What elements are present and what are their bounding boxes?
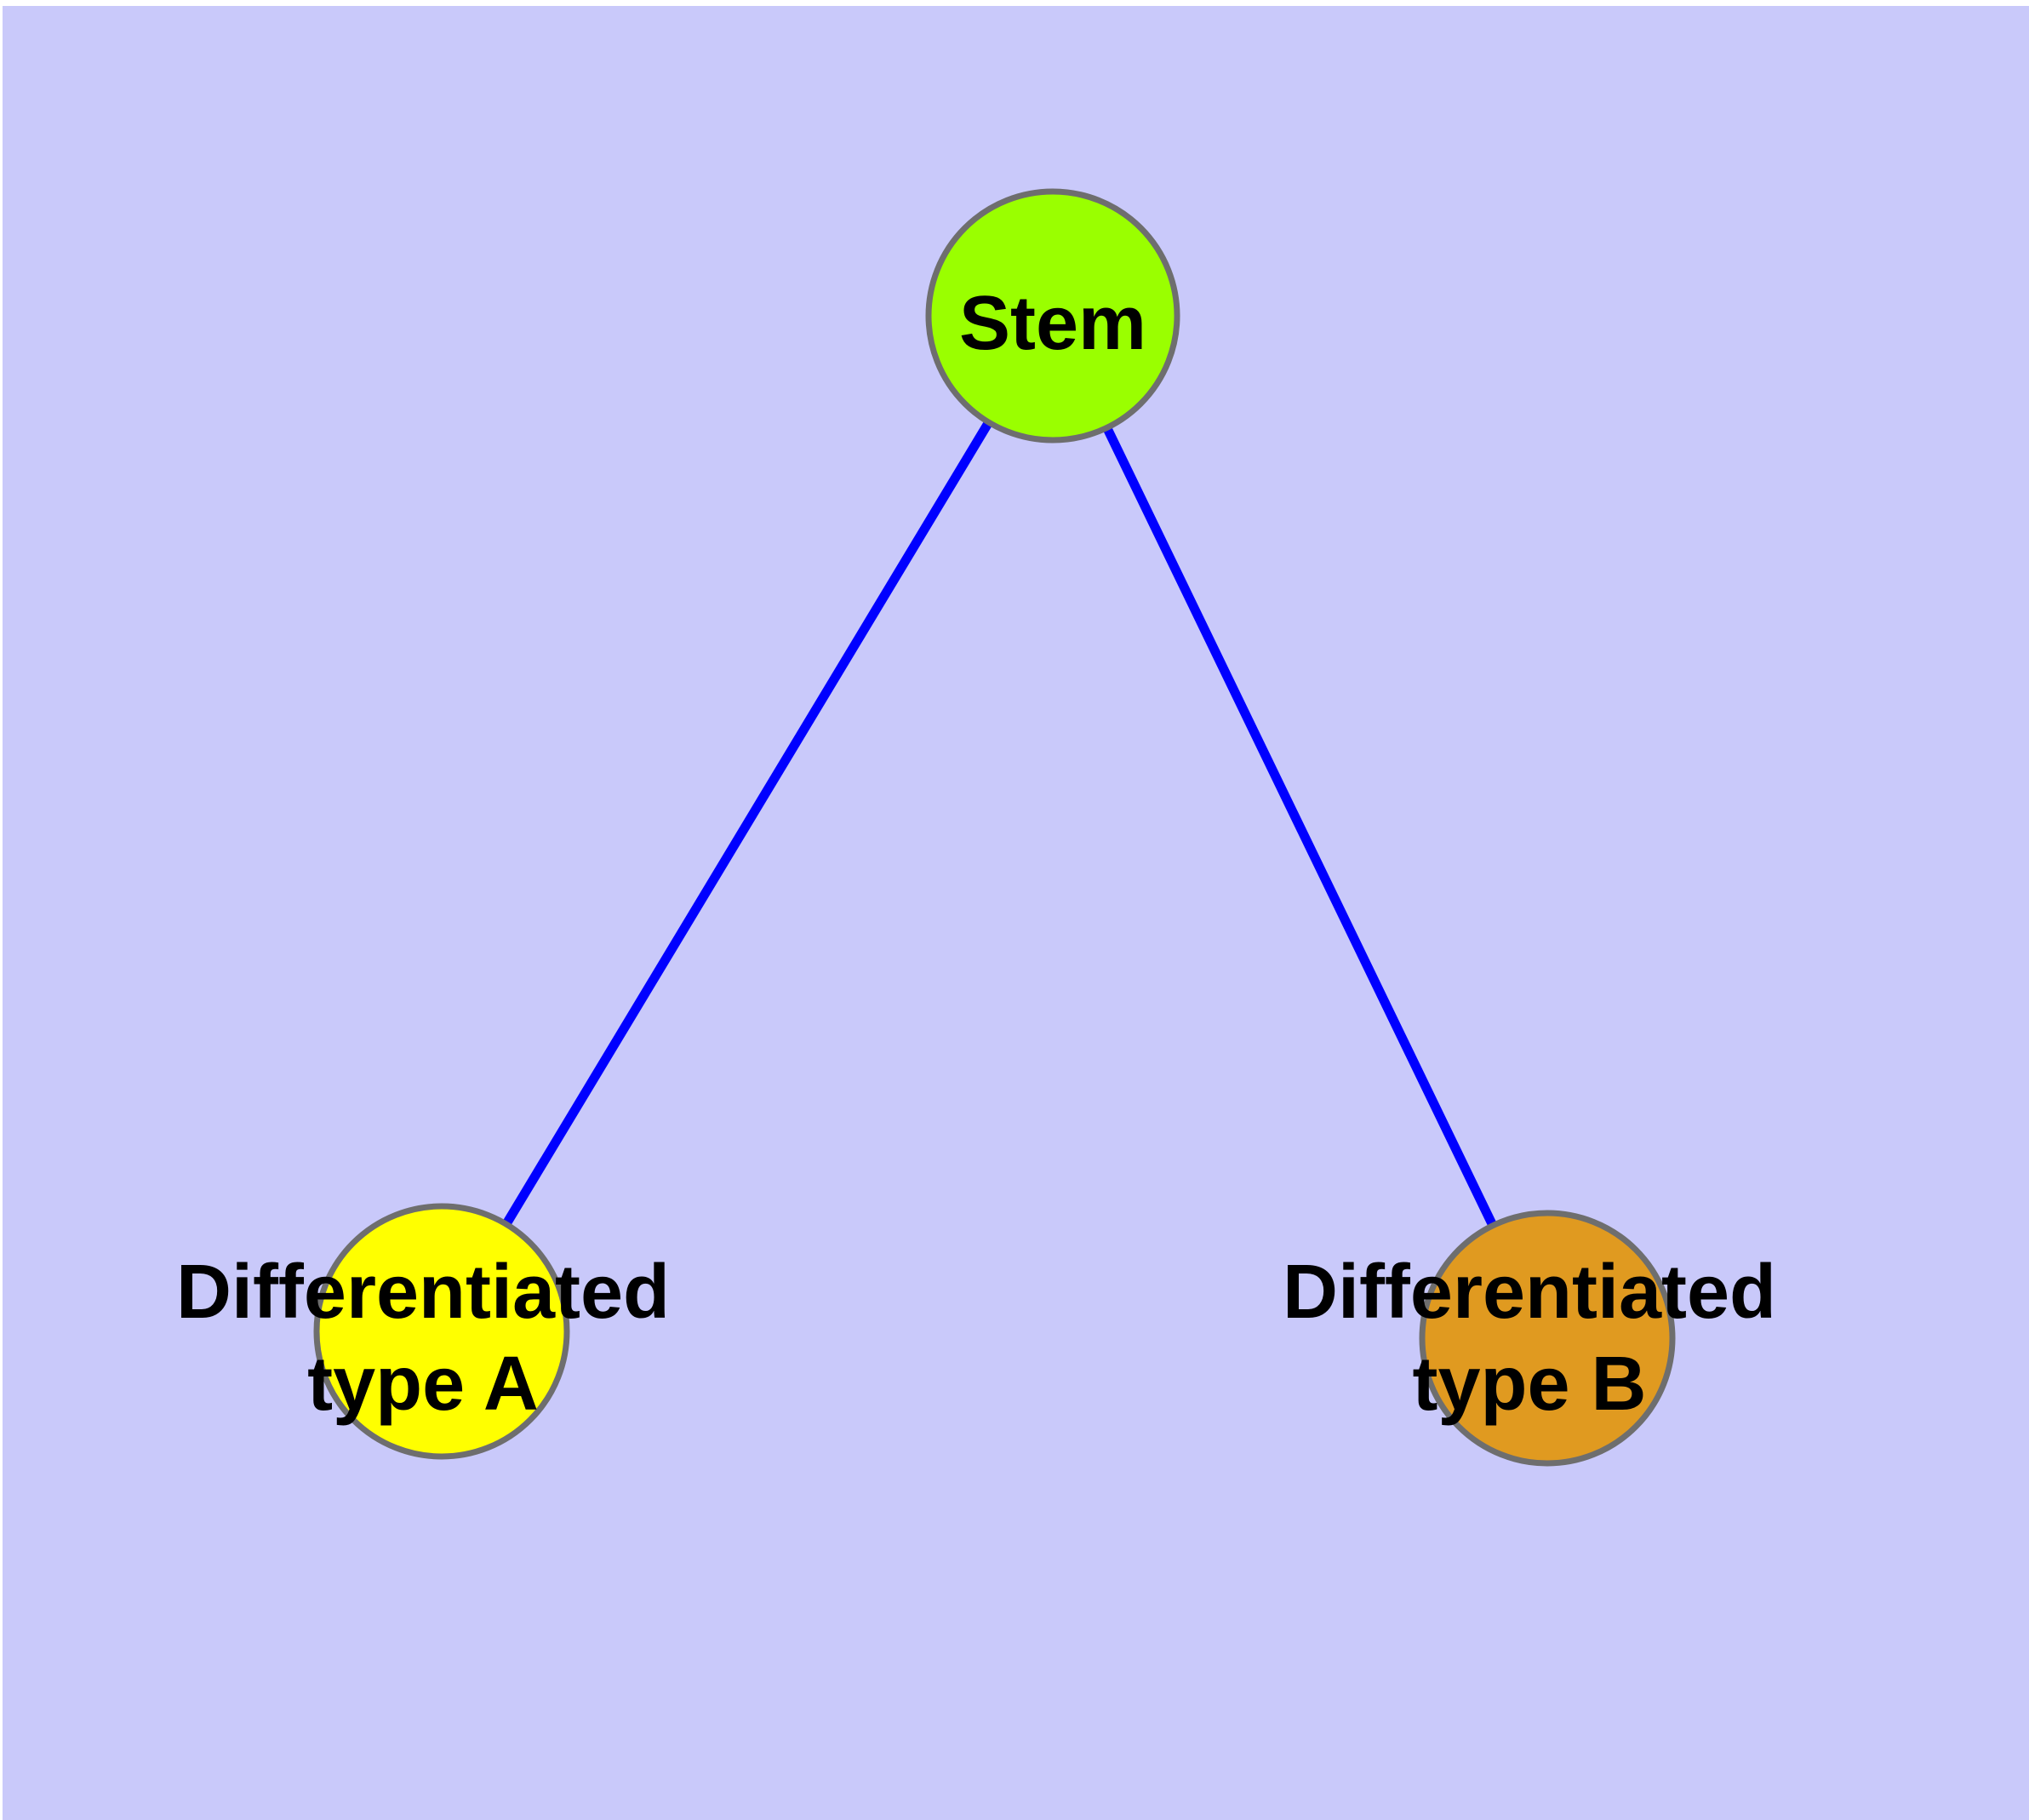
type-b-node-label-line1: Differentiated [1283,1250,1776,1335]
stem-node [925,188,1180,444]
type-b-node-label-line2: type B [1412,1342,1646,1427]
type-a-node-label-line2: type A [307,1342,539,1427]
edge-stem-to-type-b [1049,313,1552,1341]
edge-stem-to-type-a [437,313,1057,1334]
type-b-node [1419,1210,1676,1467]
type-a-node-label-line1: Differentiated [176,1250,670,1335]
stem-node-label: Stem [959,281,1146,366]
type-a-node [313,1203,570,1460]
